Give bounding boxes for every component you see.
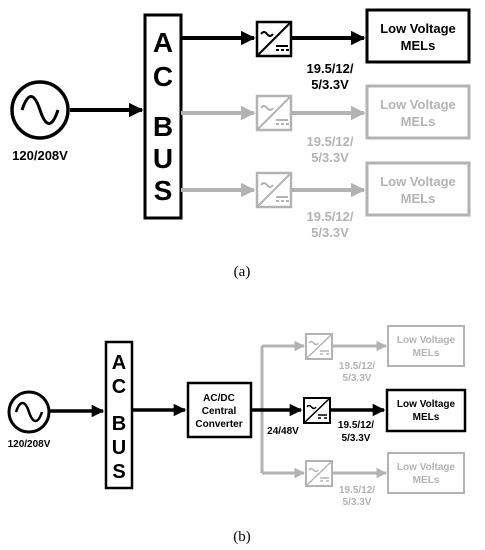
- load-label: Low Voltage: [397, 335, 456, 346]
- ac-bus-box: [143, 13, 183, 220]
- bus-letter: A: [153, 27, 173, 58]
- panel-a: 120/208V A C B U S Low Voltag: [10, 8, 471, 280]
- branch-2: Low Voltage MELs 19.5/12/ 5/3.3V: [181, 84, 471, 165]
- load-box: [385, 388, 467, 433]
- branch-2: Low Voltage MELs 19.5/12/ 5/3.3V: [303, 388, 467, 444]
- load-label: Low Voltage: [397, 399, 456, 410]
- load-label: Low Voltage: [380, 174, 456, 189]
- load-label: Low Voltage: [397, 462, 456, 473]
- central-converter-label: AC/DC: [203, 393, 235, 404]
- central-converter-box: [186, 381, 253, 439]
- dc-dc-converter-icon: [303, 397, 331, 424]
- ac-sine-source-icon: [7, 390, 51, 434]
- branch-3: Low Voltage MELs 19.5/12/ 5/3.3V: [262, 452, 465, 508]
- bus-letter: S: [154, 175, 173, 206]
- dc-dc-converter-icon: [255, 171, 293, 209]
- bus-letter: C: [153, 61, 173, 92]
- output-voltage-label: 19.5/12/: [339, 485, 375, 496]
- bus-letter: S: [112, 461, 125, 483]
- output-voltage-label: 5/3.3V: [343, 497, 372, 508]
- output-voltage-label: 19.5/12/: [307, 209, 354, 224]
- load-label: MELs: [401, 191, 436, 206]
- load-box: [387, 325, 465, 367]
- output-voltage-label: 5/3.3V: [343, 373, 372, 384]
- load-box: [365, 161, 471, 217]
- branch-3: Low Voltage MELs 19.5/12/ 5/3.3V: [181, 161, 471, 240]
- source-voltage-label: 120/208V: [12, 148, 68, 163]
- dc-dc-converter-icon: [255, 20, 293, 58]
- bus-letter: U: [153, 143, 173, 174]
- output-voltage-label: 5/3.3V: [311, 150, 349, 165]
- dc-dc-converter-icon: [255, 94, 293, 132]
- load-label: MELs: [413, 412, 440, 423]
- load-label: MELs: [413, 475, 440, 486]
- dc-bus-voltage-label: 24/48V: [267, 426, 299, 437]
- central-converter-label: Central: [202, 406, 237, 417]
- ac-sine-source-icon: [10, 80, 70, 140]
- branch-1: Low Voltage MELs 19.5/12/ 5/3.3V: [262, 325, 465, 384]
- output-voltage-label: 19.5/12/: [339, 361, 375, 372]
- load-label: MELs: [401, 114, 436, 129]
- output-voltage-label: 19.5/12/: [307, 61, 354, 76]
- output-voltage-label: 5/3.3V: [311, 77, 349, 92]
- output-voltage-label: 19.5/12/: [338, 420, 374, 431]
- caption-b: (b): [233, 529, 251, 545]
- bus-letter: U: [112, 437, 126, 459]
- bus-letter: A: [112, 352, 126, 374]
- ac-bus-box: [104, 340, 134, 490]
- output-voltage-label: 5/3.3V: [311, 225, 349, 240]
- panel-b: 120/208V A C B U S AC/DC Central Convert…: [7, 325, 467, 545]
- load-label: MELs: [413, 348, 440, 359]
- source-voltage-label: 120/208V: [8, 439, 51, 450]
- load-box: [387, 452, 465, 494]
- load-label: Low Voltage: [380, 21, 456, 36]
- bus-letter: C: [112, 376, 126, 398]
- load-label: Low Voltage: [380, 97, 456, 112]
- branch-1: Low Voltage MELs 19.5/12/ 5/3.3V: [181, 8, 471, 92]
- output-voltage-label: 5/3.3V: [342, 433, 371, 444]
- central-converter-label: Converter: [195, 419, 242, 430]
- load-label: MELs: [401, 38, 436, 53]
- ac-bus-label: A C B U S: [153, 27, 173, 206]
- caption-a: (a): [234, 264, 251, 280]
- bus-letter: B: [112, 413, 126, 435]
- dc-dc-converter-icon: [305, 333, 333, 360]
- load-box: [365, 84, 471, 140]
- output-voltage-label: 19.5/12/: [307, 134, 354, 149]
- dc-dc-converter-icon: [305, 460, 333, 487]
- bus-letter: B: [153, 111, 173, 142]
- ac-bus-label: A C B U S: [112, 352, 126, 483]
- load-box: [365, 8, 471, 64]
